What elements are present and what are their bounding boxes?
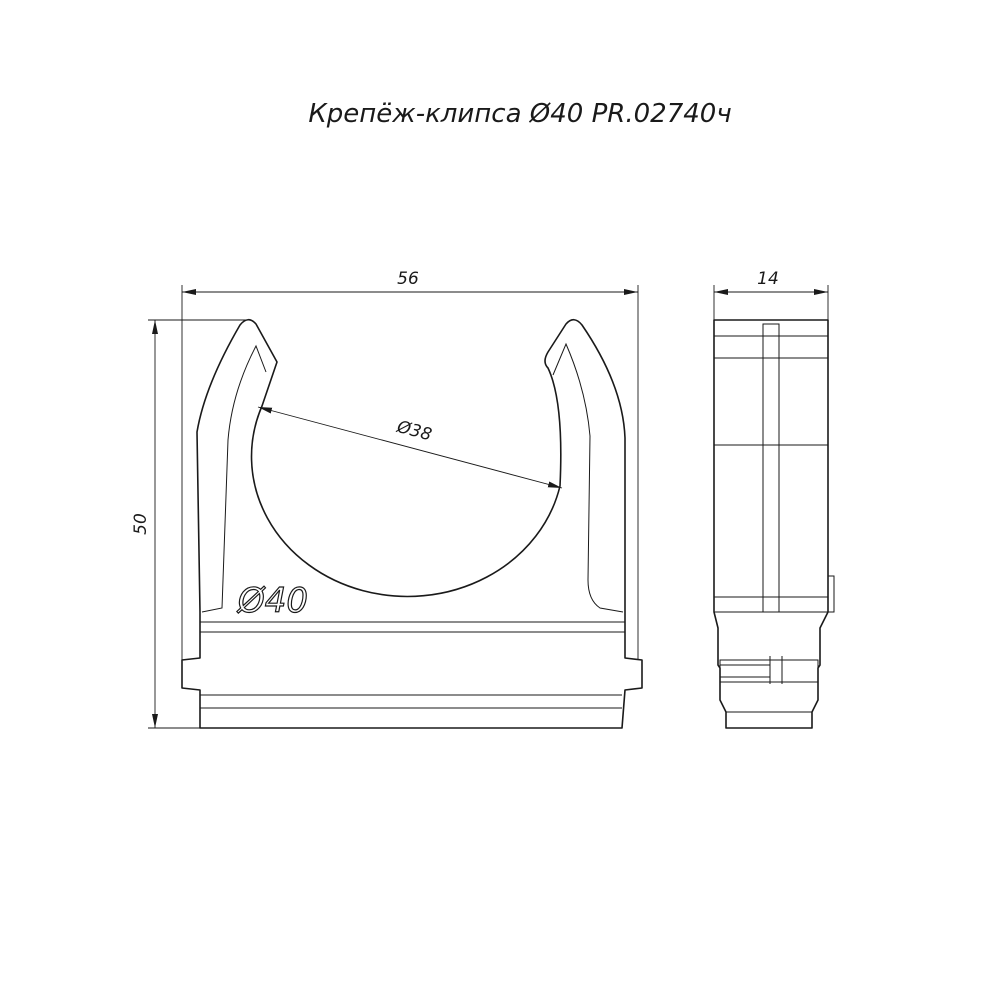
diameter-dimension-label: Ø38 <box>394 417 434 446</box>
depth-dimension: 14 <box>713 269 829 320</box>
side-view-stub <box>827 575 835 613</box>
right-arm-inner-line <box>552 342 624 613</box>
side-view-rib <box>762 323 780 613</box>
side-view-outline <box>713 319 829 729</box>
front-view: Ø40 <box>181 318 643 729</box>
width-dimension: 56 <box>181 269 639 660</box>
drawing-title: Крепёж-клипса Ø40 PR.02740ч <box>308 99 731 129</box>
embossed-mark: Ø40 <box>236 581 308 621</box>
width-dimension-label: 56 <box>397 269 419 289</box>
height-dimension-label: 50 <box>131 513 151 535</box>
front-view-outline <box>181 318 643 729</box>
height-dimension: 50 <box>131 319 250 729</box>
left-arm-inner-line <box>201 344 267 613</box>
side-view-latch <box>719 659 819 683</box>
side-view <box>713 319 835 729</box>
diameter-dimension: Ø38 <box>257 406 563 489</box>
depth-dimension-label: 14 <box>757 269 779 289</box>
